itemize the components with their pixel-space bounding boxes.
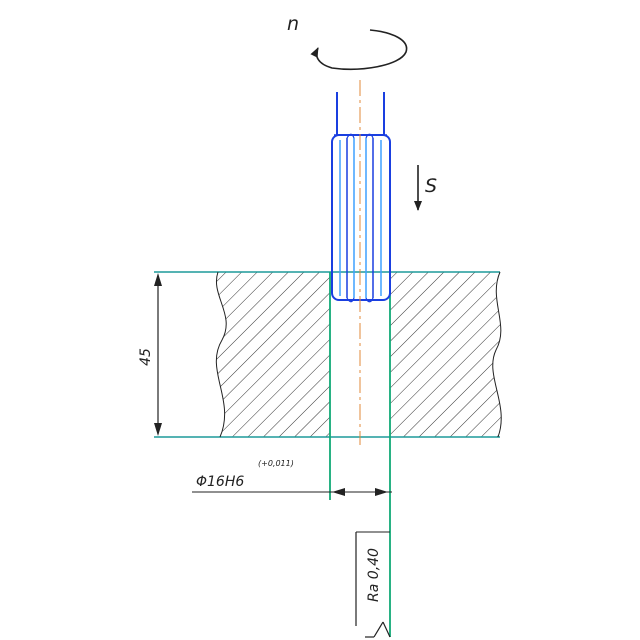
reamer-tool — [331, 92, 391, 303]
workpiece-right-section — [390, 272, 502, 437]
roughness-label: Ra 0,40 — [366, 548, 382, 602]
diameter-label: Φ16H6 — [196, 474, 244, 490]
workpiece-left-section — [216, 272, 330, 437]
roughness-symbol — [355, 531, 391, 638]
rotation-arrow — [310, 29, 408, 71]
depth-label: 45 — [138, 348, 154, 366]
feed-label: S — [425, 175, 437, 197]
tolerance-label: (+0,011) — [258, 459, 294, 468]
right-break-line — [492, 271, 502, 438]
rotation-label: n — [287, 13, 299, 35]
depth-dimension — [154, 273, 162, 436]
left-break-line — [215, 271, 227, 438]
diameter-dimension — [192, 488, 392, 496]
